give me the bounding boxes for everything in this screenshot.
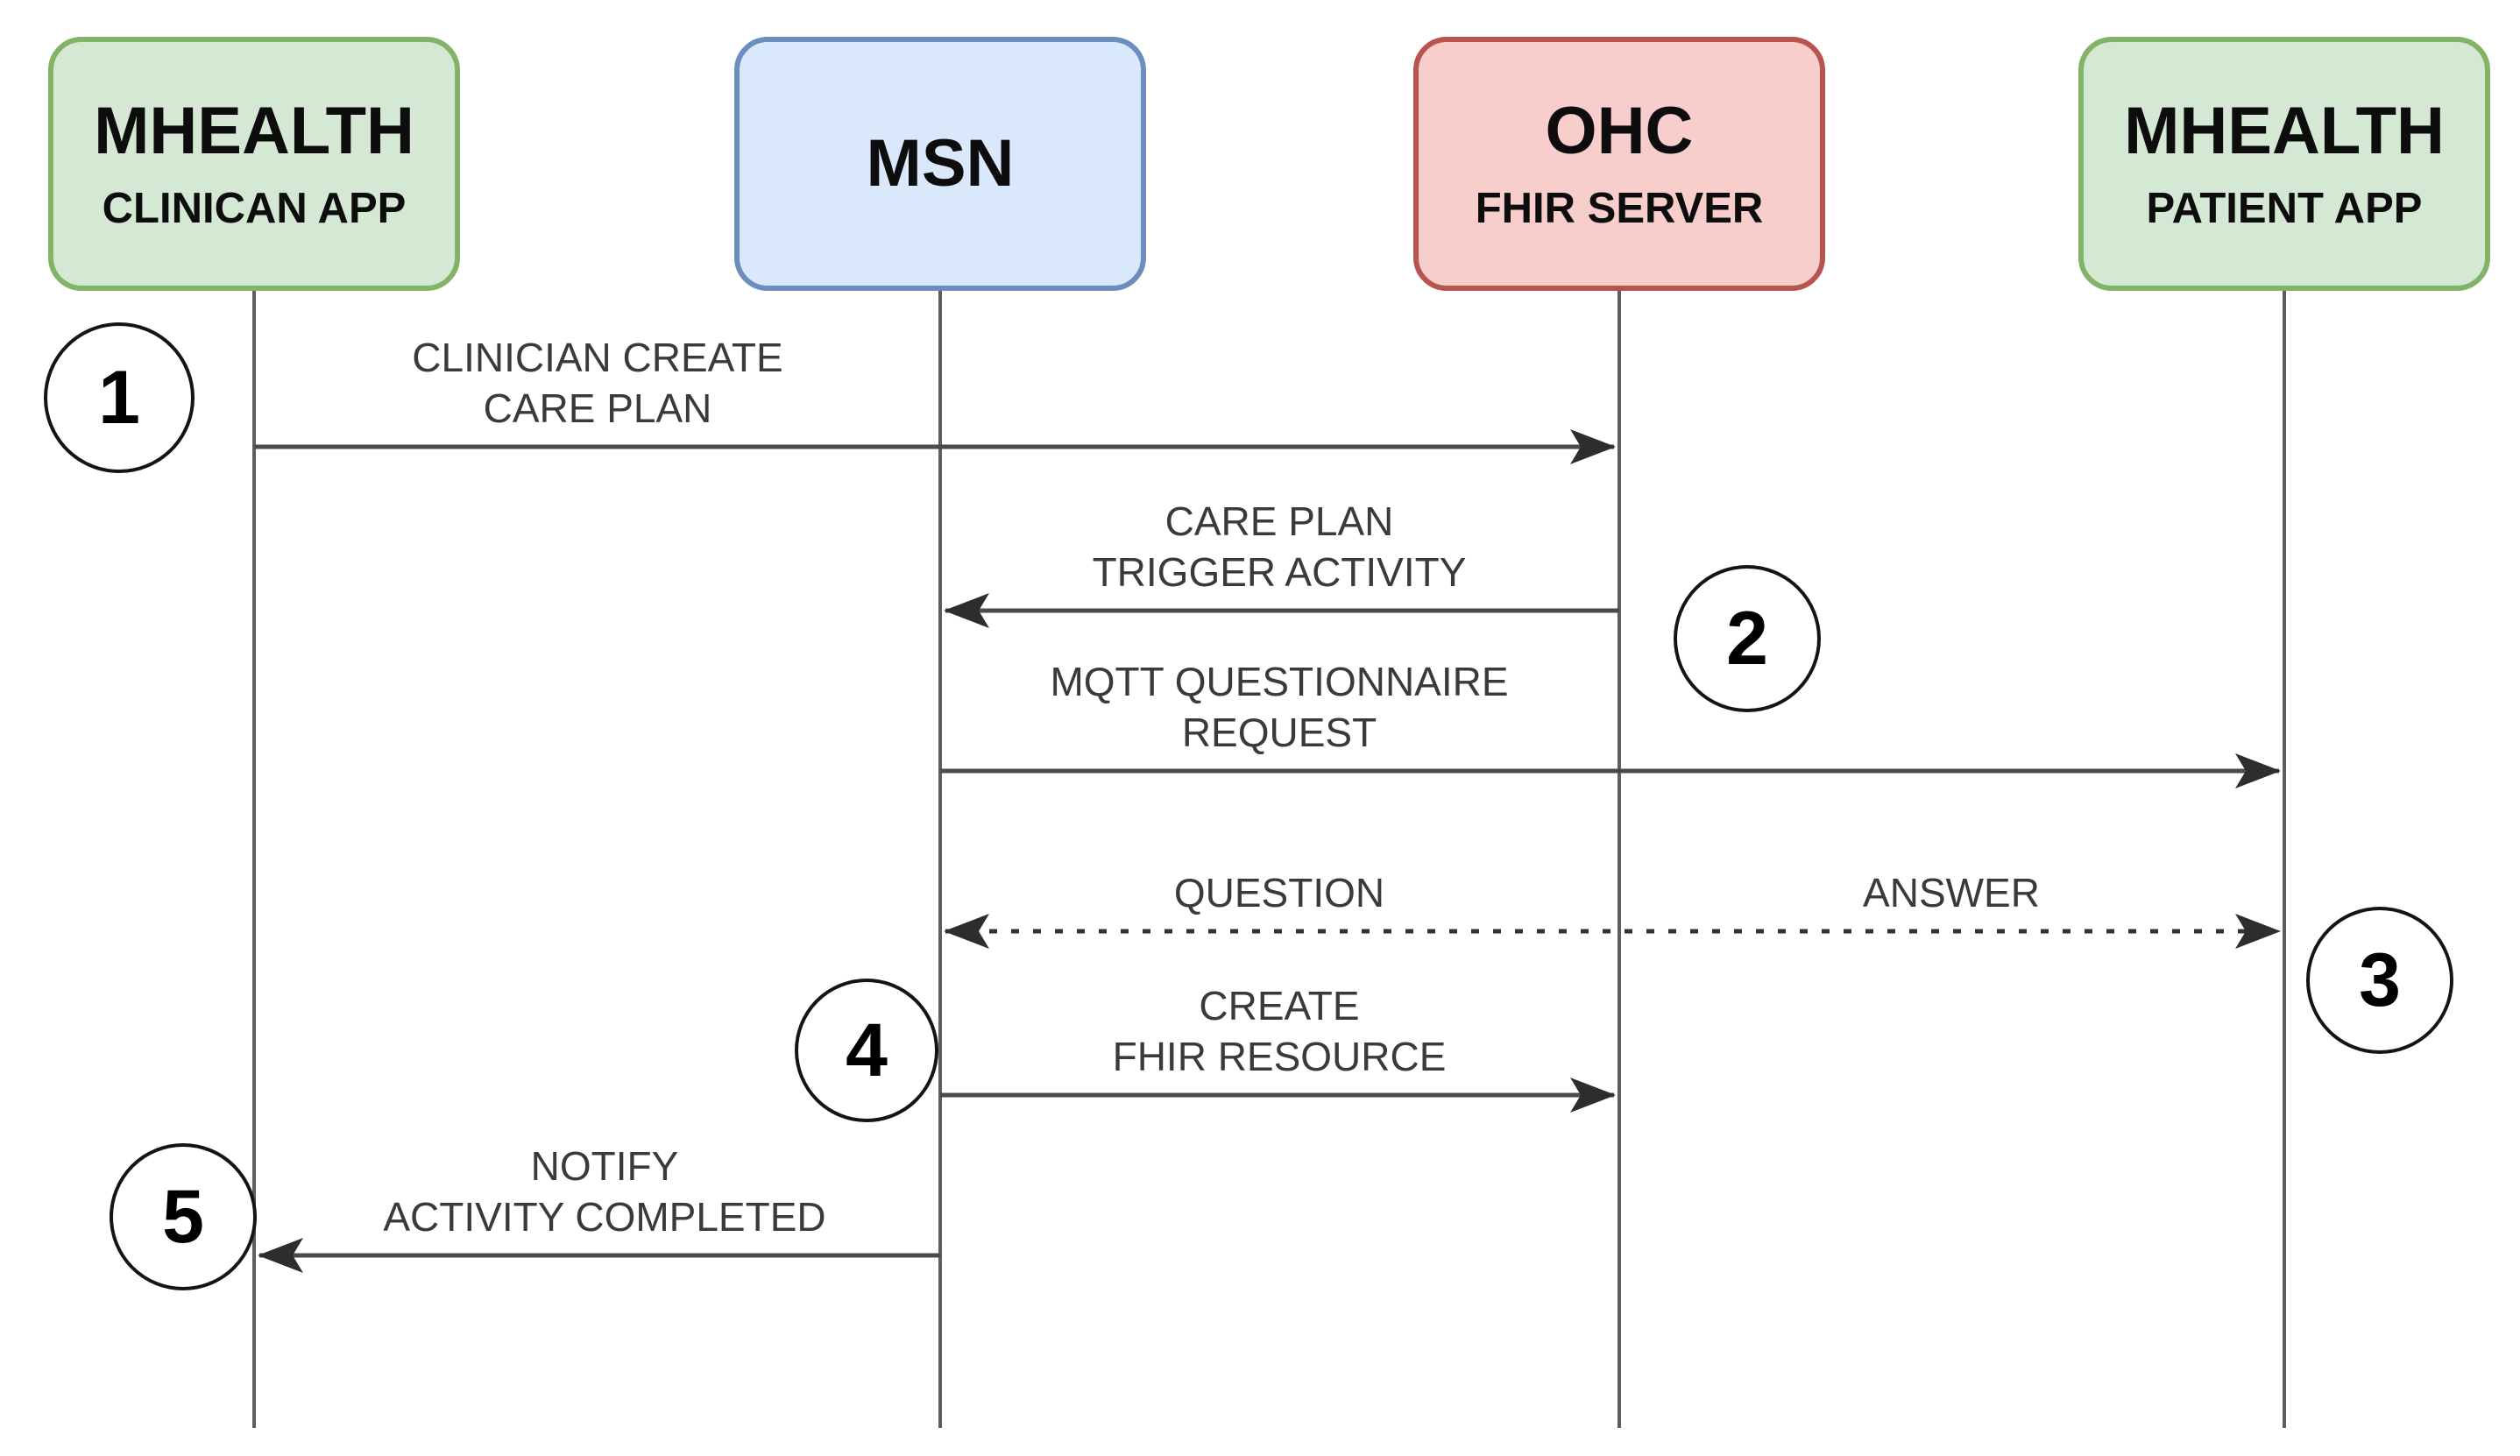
- step-number: 5: [162, 1174, 204, 1259]
- step-circle-5: 5: [110, 1143, 257, 1290]
- step-number: 1: [98, 355, 140, 440]
- step-circle-1: 1: [44, 322, 195, 473]
- message-label-create-fhir-resource: CREATE FHIR RESOURCE: [1112, 983, 1447, 1080]
- actor-title: MHEALTH: [94, 93, 414, 168]
- actor-title: MHEALTH: [2124, 93, 2445, 168]
- actor-subtitle: CLINICAN APP: [102, 184, 407, 232]
- step-circle-4: 4: [795, 979, 938, 1122]
- actor-subtitle: PATIENT APP: [2146, 184, 2423, 232]
- message-label-clinician-create-care-plan: CLINICIAN CREATE CARE PLAN: [412, 335, 783, 432]
- message-label-answer: ANSWER: [1863, 870, 2040, 916]
- actor-title: OHC: [1545, 93, 1694, 168]
- message-label-question: QUESTION: [1173, 870, 1385, 916]
- step-number: 2: [1726, 596, 1768, 681]
- message-label-care-plan-trigger-activity: CARE PLAN TRIGGER ACTIVITY: [1092, 498, 1467, 596]
- actor-box-msn: MSN: [734, 37, 1146, 291]
- message-label-mqtt-questionnaire-request: MQTT QUESTIONNAIRE REQUEST: [1050, 659, 1509, 756]
- actor-box-mhealth-patient-app: MHEALTH PATIENT APP: [2078, 37, 2490, 291]
- actor-box-mhealth-clinican-app: MHEALTH CLINICAN APP: [48, 37, 460, 291]
- actor-subtitle: FHIR SERVER: [1475, 184, 1764, 232]
- step-number: 4: [846, 1007, 888, 1092]
- message-label-notify-activity-completed: NOTIFY ACTIVITY COMPLETED: [383, 1143, 826, 1240]
- actor-box-ohc-fhir-server: OHC FHIR SERVER: [1413, 37, 1825, 291]
- step-circle-2: 2: [1674, 565, 1821, 712]
- step-number: 3: [2359, 937, 2401, 1022]
- step-circle-3: 3: [2306, 907, 2453, 1054]
- actor-title: MSN: [866, 126, 1015, 201]
